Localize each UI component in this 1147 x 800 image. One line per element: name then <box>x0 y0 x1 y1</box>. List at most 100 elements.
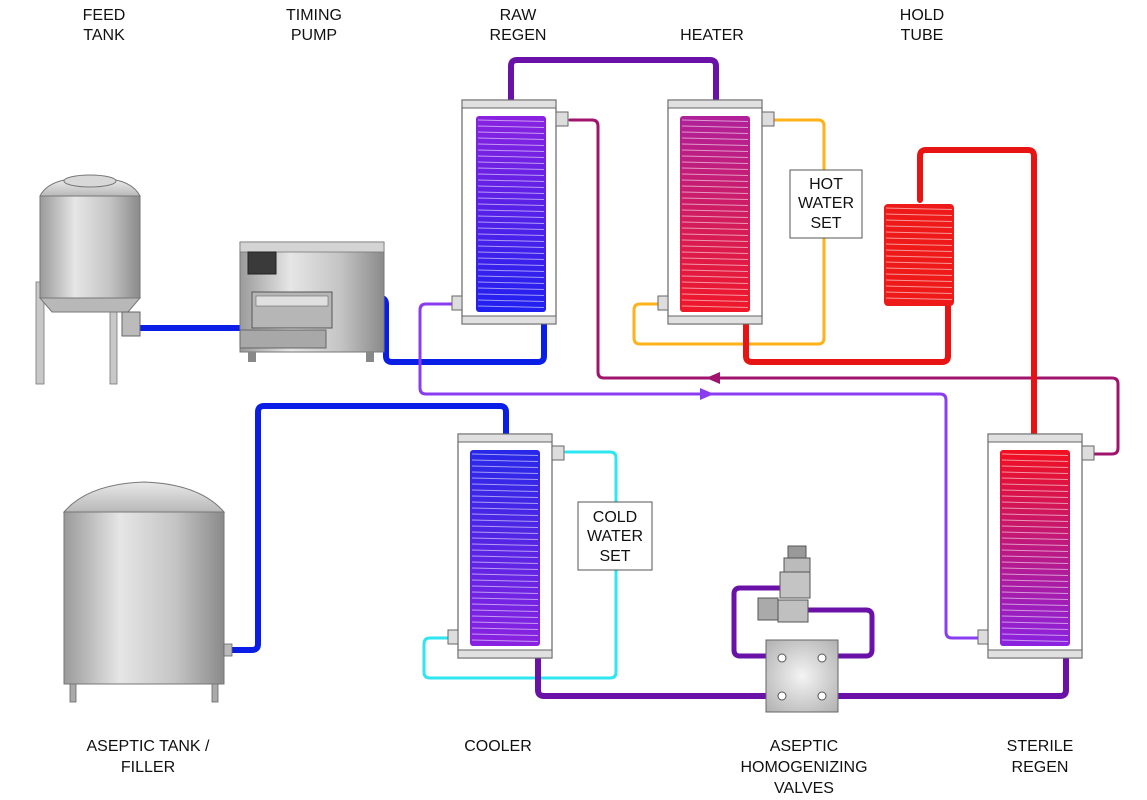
cooler-exchanger <box>447 433 565 659</box>
coil-line <box>471 585 539 588</box>
raw-regen-exchanger <box>451 99 569 325</box>
coil-line <box>681 233 749 236</box>
raw-regen-coil-lines <box>477 119 545 308</box>
coil-line <box>885 225 953 228</box>
coil-line <box>885 255 953 258</box>
coil-line <box>477 197 545 200</box>
hot-water-line-3: SET <box>810 215 841 232</box>
cold-water-line-2: WATER <box>587 528 643 545</box>
label-homogenizing-line-1: ASEPTIC <box>770 738 838 755</box>
coil-line <box>477 275 545 278</box>
coil-line <box>681 131 749 134</box>
coil-line <box>681 221 749 224</box>
coil-line <box>477 239 545 242</box>
coil-line <box>1001 513 1069 516</box>
aseptic-tank <box>62 481 233 703</box>
coil-line <box>1001 453 1069 456</box>
label-feed-tank-line-1: FEED <box>83 7 126 24</box>
pipe-hot-water-loop <box>632 118 826 346</box>
coil-line <box>681 263 749 266</box>
label-timing-pump: TIMING PUMP <box>286 7 342 44</box>
coil-line <box>681 185 749 188</box>
coil-line <box>471 507 539 510</box>
coil-line <box>681 239 749 242</box>
coil-line <box>477 257 545 260</box>
coil-line <box>471 489 539 492</box>
coil-line <box>681 251 749 254</box>
coil-line <box>471 627 539 630</box>
label-homogenizing-line-3: VALVES <box>774 780 834 797</box>
coil-line <box>885 231 953 234</box>
label-feed-tank-line-2: TANK <box>83 27 125 44</box>
coil-line <box>477 125 545 128</box>
coil-line <box>477 263 545 266</box>
coil-line <box>1001 501 1069 504</box>
coil-line <box>885 207 953 210</box>
coil-line <box>681 137 749 140</box>
coil-line <box>681 215 749 218</box>
coil-line <box>885 297 953 300</box>
coil-line <box>681 155 749 158</box>
coil-line <box>471 495 539 498</box>
coil-line <box>681 227 749 230</box>
coil-line <box>477 137 545 140</box>
coil-line <box>1001 609 1069 612</box>
label-sterile-regen-line-1: STERILE <box>1007 738 1074 755</box>
coil-line <box>885 243 953 246</box>
coil-line <box>1001 465 1069 468</box>
coil-line <box>885 237 953 240</box>
coil-line <box>471 549 539 552</box>
label-heater-line-1: HEATER <box>680 27 744 44</box>
coil-line <box>1001 477 1069 480</box>
coil-line <box>477 251 545 254</box>
coil-line <box>471 471 539 474</box>
coil-line <box>885 213 953 216</box>
coil-line <box>471 555 539 558</box>
coil-line <box>681 287 749 290</box>
coil-line <box>681 197 749 200</box>
coil-line <box>1001 537 1069 540</box>
coil-line <box>1001 489 1069 492</box>
coil-line <box>885 249 953 252</box>
coil-line <box>885 291 953 294</box>
coil-winding-lines <box>681 119 749 308</box>
coil-line <box>681 125 749 128</box>
pipe-heater-to-hold <box>743 303 951 365</box>
coil-line <box>471 453 539 456</box>
hold-tube-coil <box>884 204 954 306</box>
coil-line <box>477 227 545 230</box>
coil-line <box>681 191 749 194</box>
coil-line <box>477 155 545 158</box>
coil-line <box>471 531 539 534</box>
coil-line <box>477 287 545 290</box>
coil-line <box>471 543 539 546</box>
coil-line <box>681 203 749 206</box>
coil-line <box>681 305 749 308</box>
coil-line <box>681 281 749 284</box>
coil-line <box>681 275 749 278</box>
pipe-magenta-regen-loop <box>568 118 1120 456</box>
label-aseptic-tank-line-2: FILLER <box>121 759 175 776</box>
coil-line <box>885 279 953 282</box>
coil-line <box>477 185 545 188</box>
coil-line <box>477 305 545 308</box>
coil-line <box>681 143 749 146</box>
coil-line <box>477 179 545 182</box>
label-cooler: COOLER <box>464 738 532 755</box>
coil-line <box>885 273 953 276</box>
coil-line <box>1001 459 1069 462</box>
coil-line <box>1001 585 1069 588</box>
coil-line <box>885 285 953 288</box>
coil-line <box>1001 543 1069 546</box>
coil-line <box>885 219 953 222</box>
coil-line <box>681 209 749 212</box>
coil-line <box>471 609 539 612</box>
coil-winding-lines <box>1001 453 1069 642</box>
coil-winding-lines <box>471 453 539 642</box>
label-homogenizing: ASEPTIC HOMOGENIZING VALVES <box>740 738 867 797</box>
pipe-homogenizer-loop <box>731 585 875 659</box>
coil-line <box>681 161 749 164</box>
coil-line <box>471 597 539 600</box>
coil-line <box>1001 507 1069 510</box>
coil-line <box>1001 573 1069 576</box>
